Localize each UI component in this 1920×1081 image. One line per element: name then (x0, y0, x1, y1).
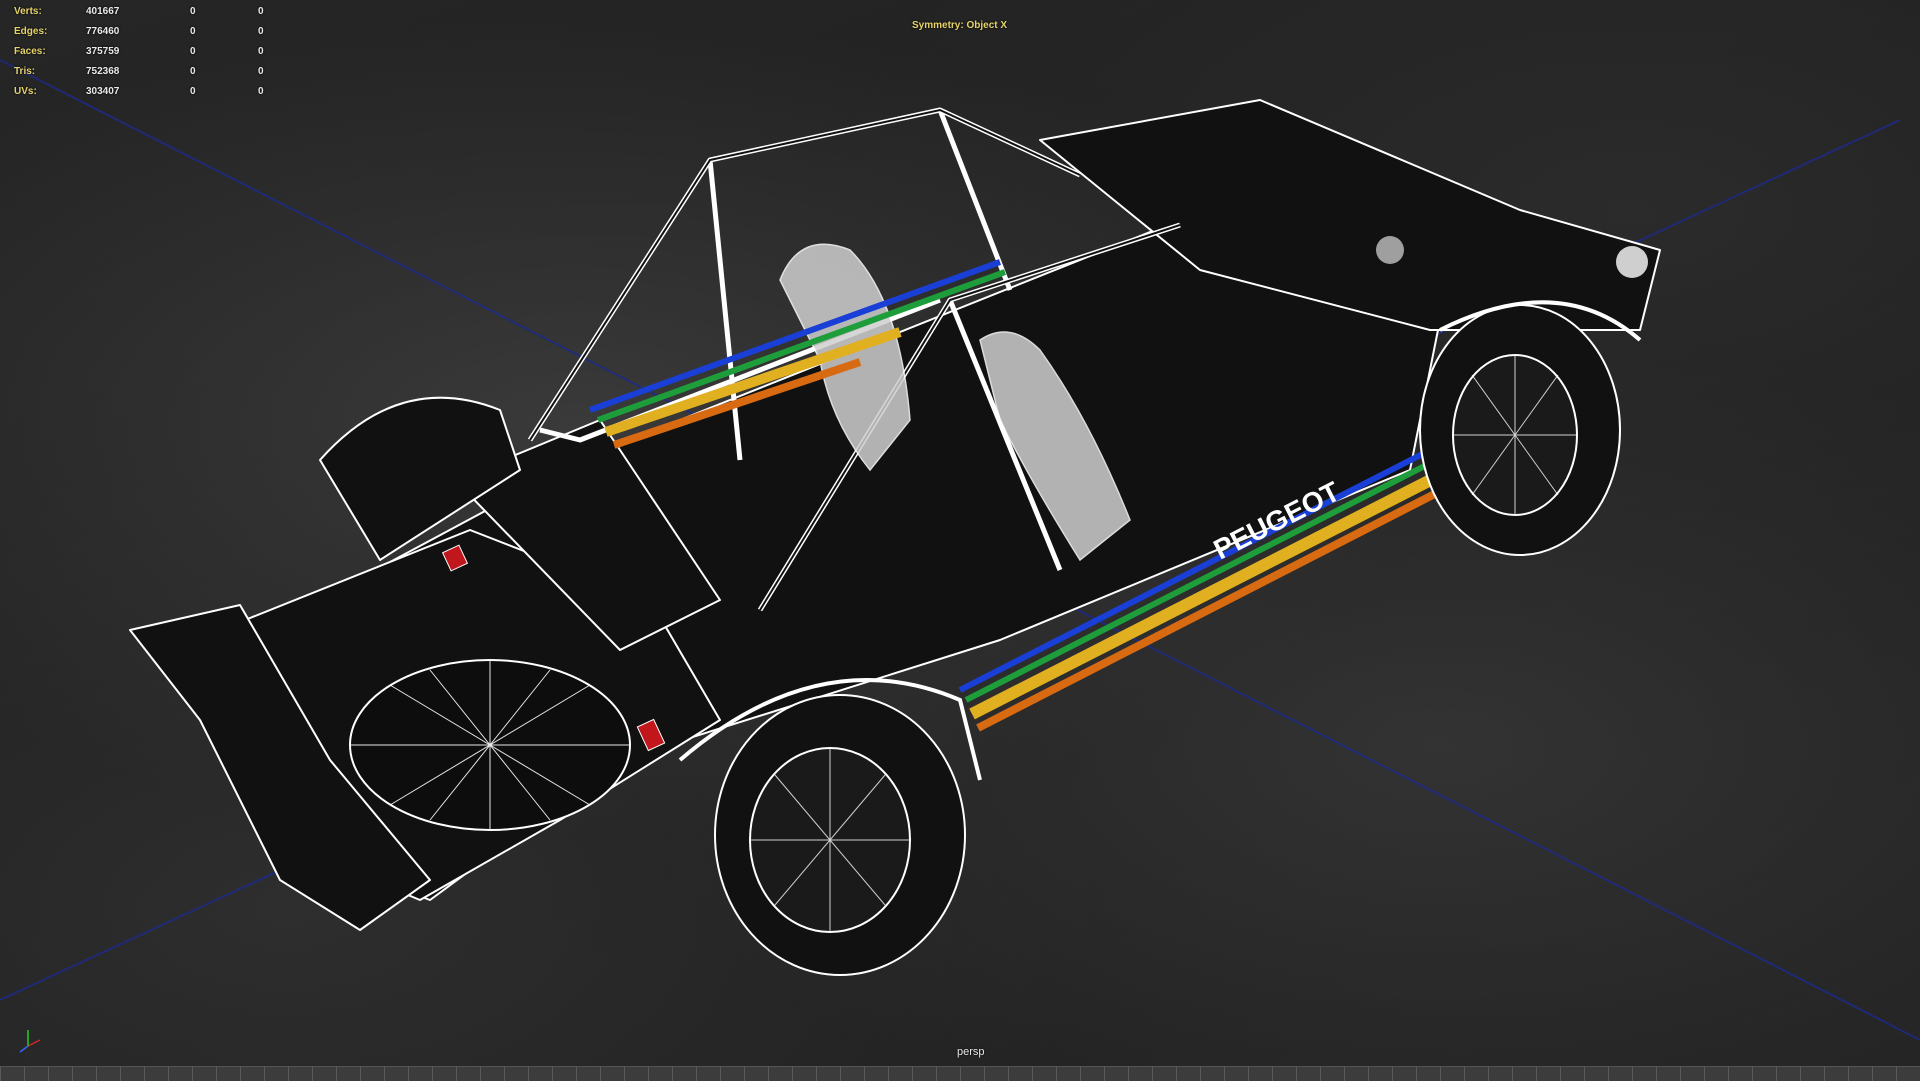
headlight (1376, 236, 1404, 264)
roll-cage-diagonal (947, 299, 1063, 571)
car-rear-bumper (129, 604, 431, 931)
hud-value: 401667 (86, 6, 120, 17)
hud-row-verts: Verts: 401667 0 0 (14, 2, 326, 22)
stripe-blue (958, 437, 1452, 693)
tail-light-left (441, 544, 469, 572)
rear-fender-arch (678, 678, 982, 781)
hud-row-tris: Tris: 752368 0 0 (14, 62, 326, 82)
xyz-axis-icon (19, 1030, 41, 1053)
stripe-blue (588, 259, 1002, 413)
symmetry-status: Symmetry: Object X (912, 20, 1008, 31)
hud-value: 776460 (86, 26, 120, 37)
hud-selected-count: 0 (258, 86, 264, 97)
hud-value: 752368 (86, 66, 120, 77)
stripe-orange (976, 476, 1464, 732)
front-wheel-arch (1439, 300, 1642, 342)
driver-seat (779, 243, 911, 472)
hud-selected-count: 0 (258, 6, 264, 17)
time-slider[interactable] (0, 1066, 1920, 1081)
headlight (1616, 246, 1648, 278)
roll-cage-diagonal (707, 159, 743, 461)
hud-selected-count: 0 (258, 66, 264, 77)
poly-count-hud: Verts: 401667 0 0 Edges: 776460 0 0 Face… (14, 2, 326, 102)
hud-selected-count: 0 (190, 66, 196, 77)
hud-value: 303407 (86, 86, 120, 97)
rear-wheel-arch (319, 396, 521, 561)
hud-label: Edges: (14, 26, 48, 37)
hud-selected-count: 0 (190, 26, 196, 37)
tail-light-right (636, 718, 666, 752)
stripe-yellow (604, 327, 902, 437)
car-front-hood (1039, 99, 1661, 331)
stripe-yellow (969, 459, 1463, 720)
passenger-seat (979, 331, 1131, 562)
car-rear-box (454, 419, 721, 651)
camera-name-label: persp (957, 1046, 985, 1058)
hud-selected-count: 0 (190, 86, 196, 97)
hud-label: Faces: (14, 46, 46, 57)
hud-label: UVs: (14, 86, 37, 97)
hud-value: 375759 (86, 46, 120, 57)
stripe-green (596, 269, 1007, 423)
hud-row-edges: Edges: 776460 0 0 (14, 22, 326, 42)
hud-row-faces: Faces: 375759 0 0 (14, 42, 326, 62)
hud-row-uvs: UVs: 303407 0 0 (14, 82, 326, 102)
hud-selected-count: 0 (258, 46, 264, 57)
hud-selected-count: 0 (258, 26, 264, 37)
hud-label: Verts: (14, 6, 42, 17)
hud-label: Tris: (14, 66, 36, 77)
stripe-green (964, 447, 1458, 703)
hud-selected-count: 0 (190, 46, 196, 57)
hud-selected-count: 0 (190, 6, 196, 17)
stripe-orange (612, 358, 862, 449)
